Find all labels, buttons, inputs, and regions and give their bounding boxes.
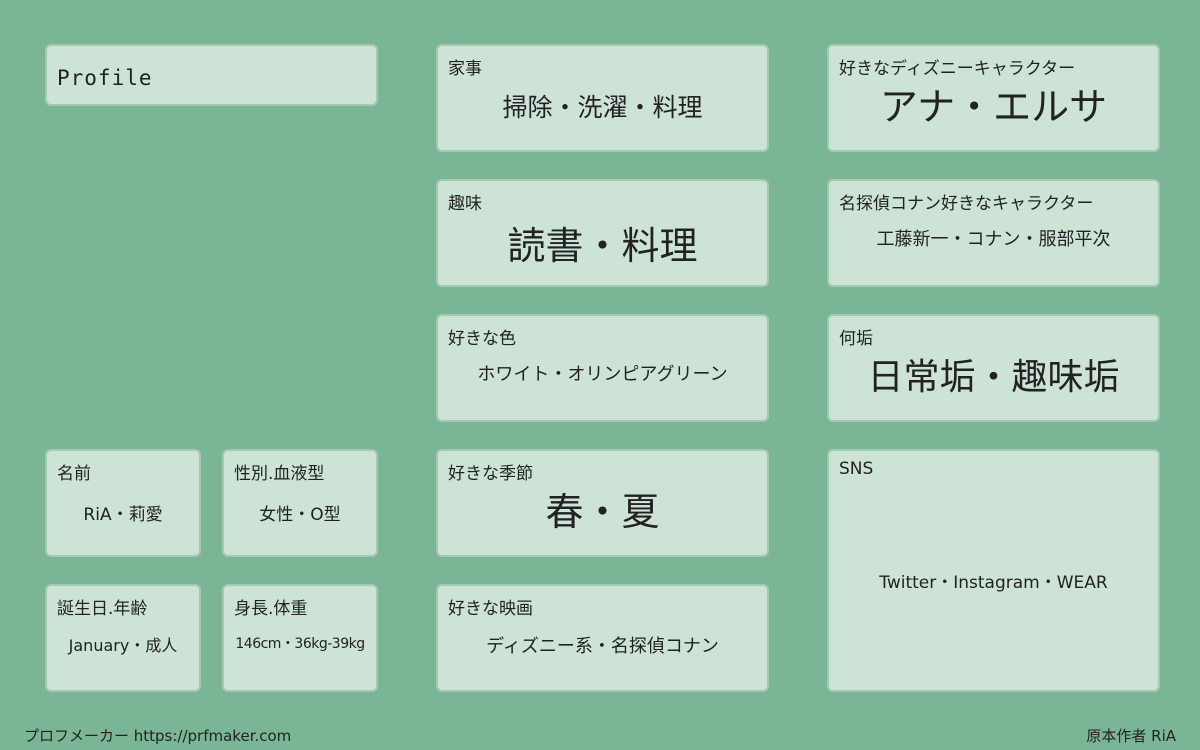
housework-label: 家事: [448, 59, 482, 79]
hobby-label: 趣味: [448, 194, 482, 214]
footer-credit: プロフメーカー https://prfmaker.com: [24, 727, 292, 745]
birthday-card: 誕生日.年齢 January・成人: [45, 584, 201, 692]
fandom-label: 何垢: [839, 329, 873, 349]
height-label: 身長.体重: [234, 599, 308, 619]
movie-card: 好きな映画 ディズニー系・名探偵コナン: [436, 584, 769, 692]
housework-value: 掃除・洗濯・料理: [502, 93, 703, 122]
housework-card: 家事 掃除・洗濯・料理: [436, 44, 769, 152]
name-value: RiA・莉愛: [83, 505, 163, 525]
fandom-value: 日常垢・趣味垢: [867, 357, 1120, 398]
height-card: 身長.体重 146cm・36kg-39kg: [222, 584, 378, 692]
gender-value: 女性・O型: [259, 505, 341, 525]
hobby-card: 趣味 読書・料理: [436, 179, 769, 287]
name-label: 名前: [57, 464, 91, 484]
disney-card: 好きなディズニーキャラクター アナ・エルサ: [827, 44, 1160, 152]
movie-value: ディズニー系・名探偵コナン: [486, 636, 719, 657]
color-label: 好きな色: [448, 329, 516, 349]
season-value: 春・夏: [545, 490, 660, 534]
movie-label: 好きな映画: [448, 599, 533, 619]
conan-card: 名探偵コナン好きなキャラクター 工藤新一・コナン・服部平次: [827, 179, 1160, 287]
disney-value: アナ・エルサ: [879, 85, 1108, 129]
profile-title-card: Profile: [45, 44, 378, 106]
conan-value: 工藤新一・コナン・服部平次: [876, 229, 1111, 250]
height-value: 146cm・36kg-39kg: [235, 636, 365, 652]
color-card: 好きな色 ホワイト・オリンピアグリーン: [436, 314, 769, 422]
footer-author: 原本作者 RiA: [1086, 727, 1176, 745]
color-value: ホワイト・オリンピアグリーン: [477, 364, 728, 385]
conan-label: 名探偵コナン好きなキャラクター: [839, 194, 1094, 214]
sns-card: SNS Twitter・Instagram・WEAR: [827, 449, 1160, 692]
fandom-card: 何垢 日常垢・趣味垢: [827, 314, 1160, 422]
page-title: Profile: [57, 66, 153, 90]
season-label: 好きな季節: [448, 464, 533, 484]
sns-value: Twitter・Instagram・WEAR: [879, 573, 1108, 593]
disney-label: 好きなディズニーキャラクター: [839, 59, 1076, 79]
sns-label: SNS: [839, 459, 874, 479]
hobby-value: 読書・料理: [507, 224, 698, 268]
gender-card: 性別.血液型 女性・O型: [222, 449, 378, 557]
season-card: 好きな季節 春・夏: [436, 449, 769, 557]
name-card: 名前 RiA・莉愛: [45, 449, 201, 557]
birthday-label: 誕生日.年齢: [57, 599, 148, 619]
birthday-value: January・成人: [68, 636, 178, 655]
gender-label: 性別.血液型: [234, 464, 325, 484]
